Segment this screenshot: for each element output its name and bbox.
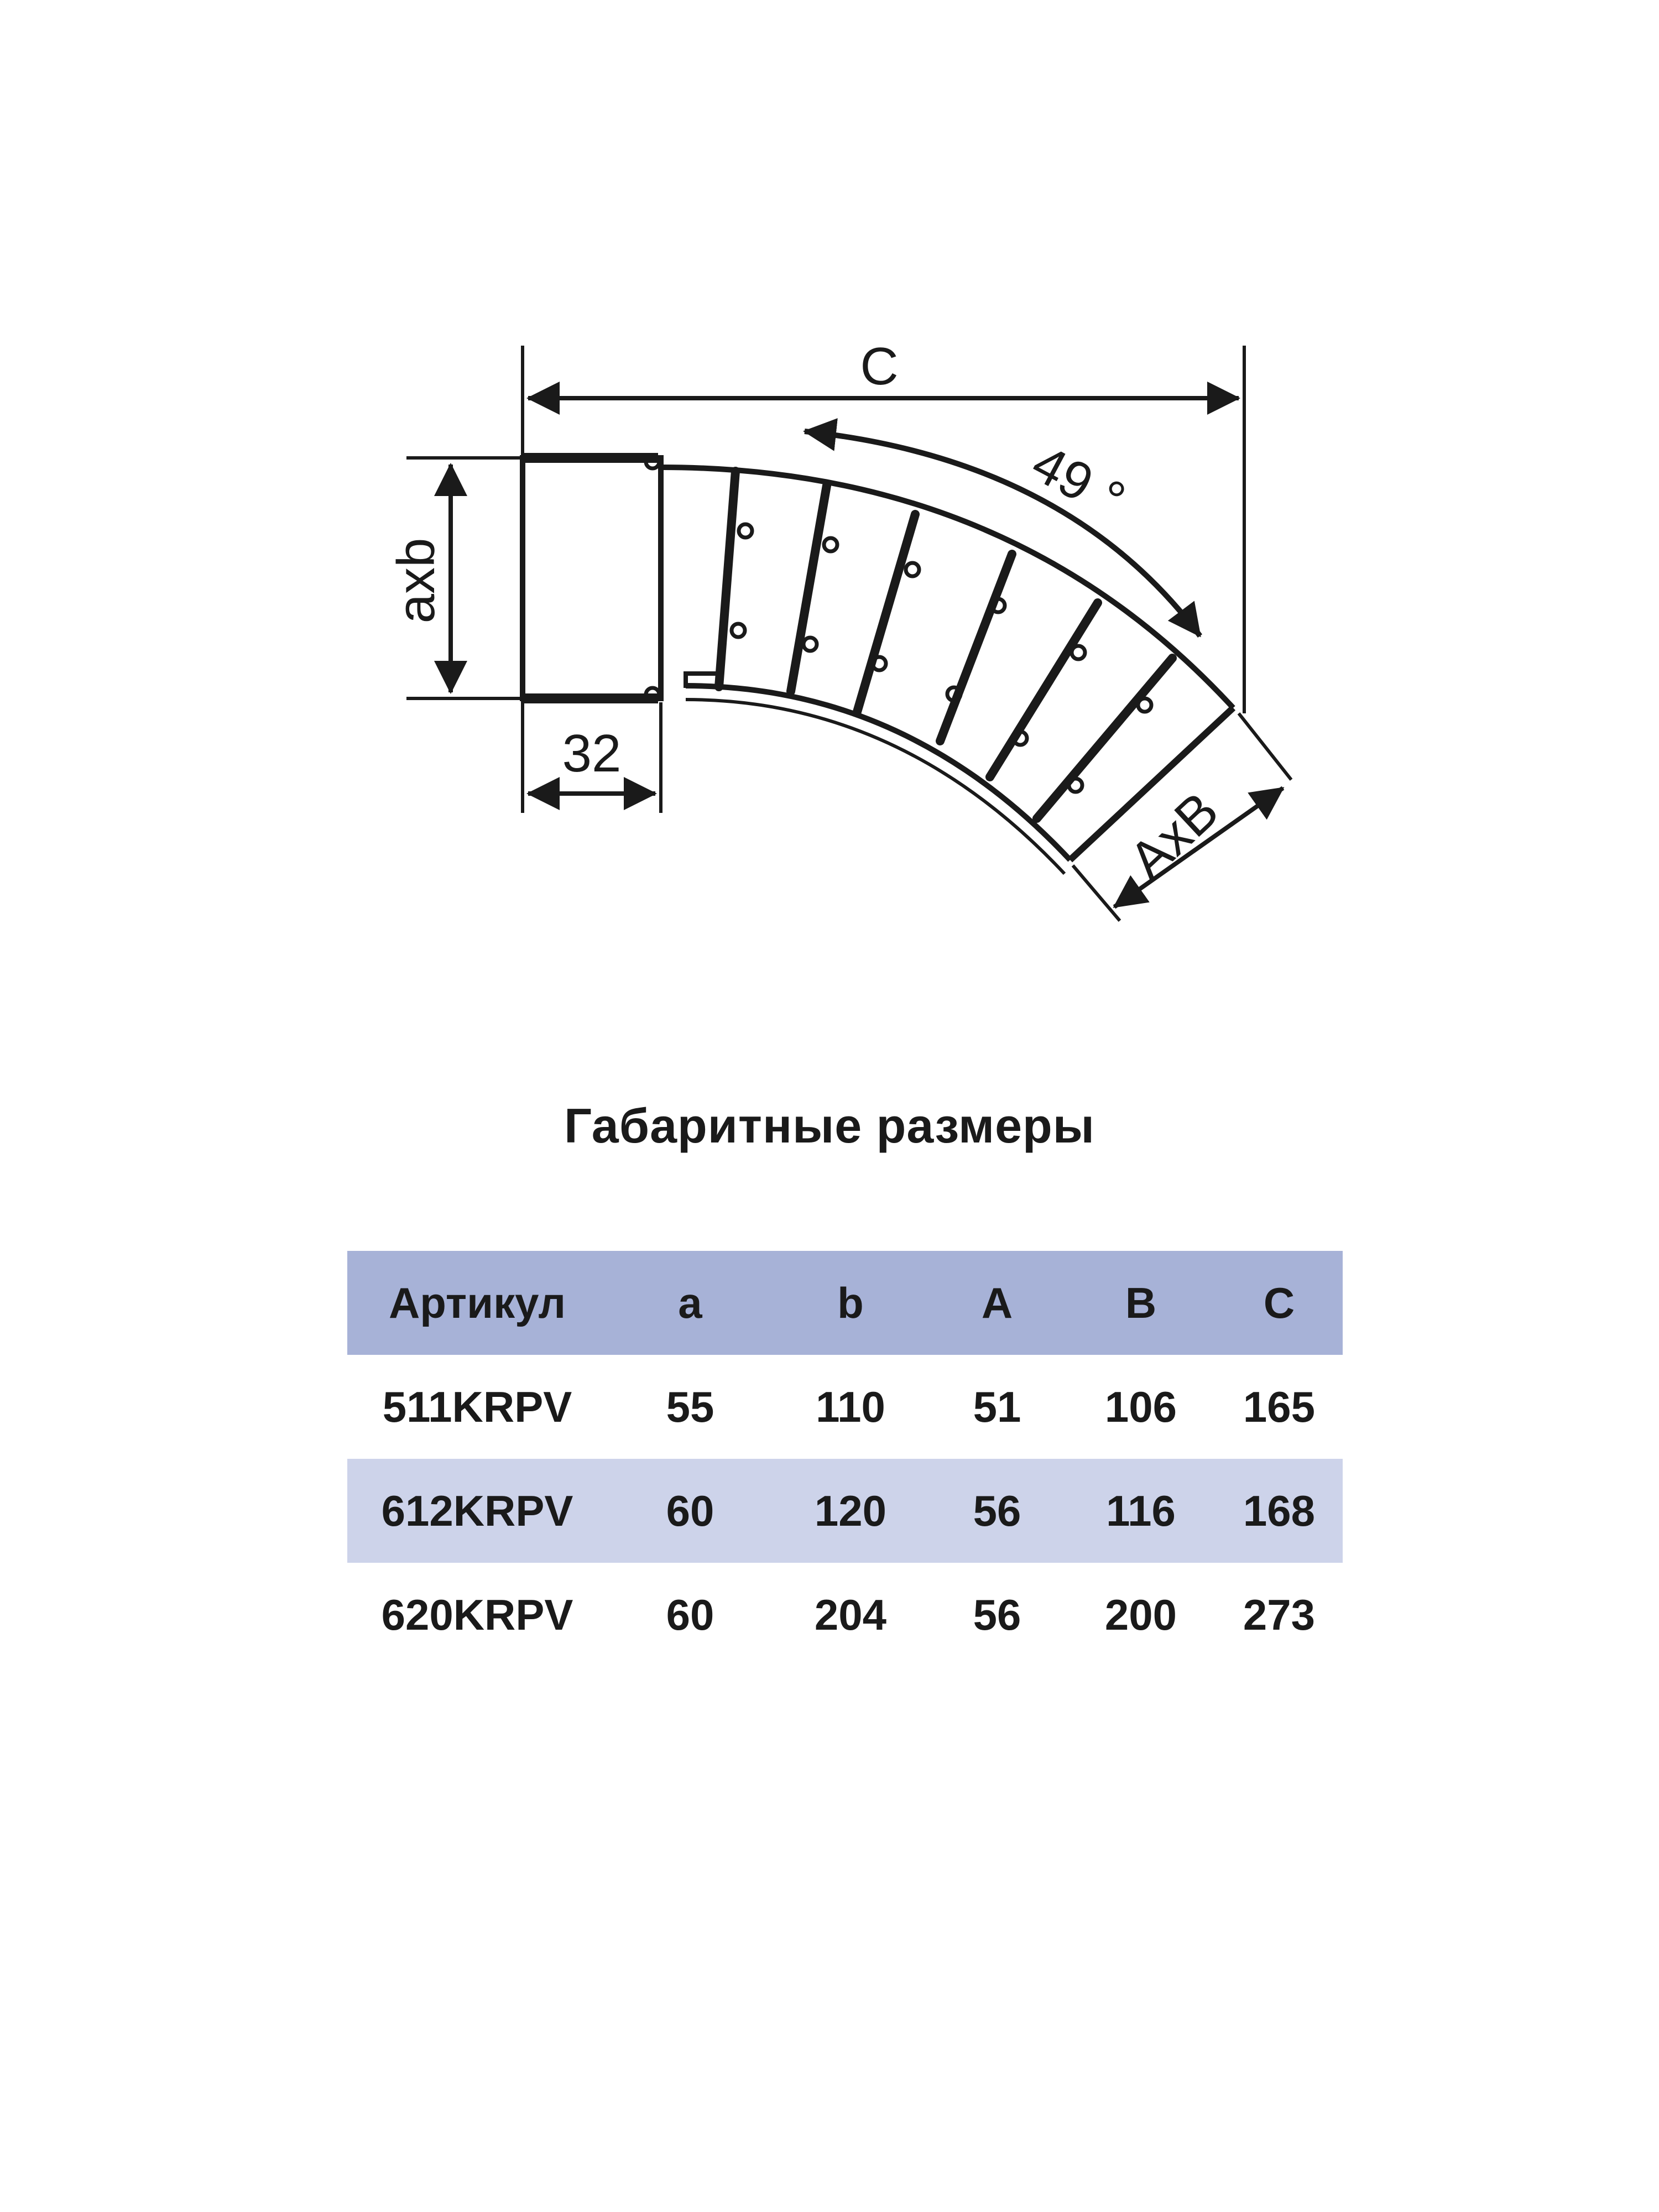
cell-a: 60 bbox=[666, 1590, 714, 1639]
cell-A: 56 bbox=[973, 1486, 1021, 1535]
cell-article: 620KRPV bbox=[381, 1590, 573, 1639]
spigot-rivet-bottom bbox=[644, 686, 661, 703]
elbow-inner-hook bbox=[684, 671, 722, 688]
dimension-c-label: C bbox=[860, 337, 898, 396]
cell-article: 612KRPV bbox=[381, 1486, 573, 1535]
cell-b: 120 bbox=[814, 1486, 887, 1535]
cell-A: 56 bbox=[973, 1590, 1021, 1639]
cell-b: 204 bbox=[814, 1590, 887, 1639]
header-article: Артикул bbox=[388, 1278, 566, 1327]
cell-B: 116 bbox=[1106, 1486, 1176, 1535]
table-title: Габаритные размеры bbox=[564, 1098, 1095, 1153]
dimension-c bbox=[521, 346, 1246, 813]
header-b: b bbox=[837, 1278, 864, 1327]
cell-B: 106 bbox=[1104, 1382, 1177, 1431]
cell-A: 51 bbox=[973, 1382, 1021, 1431]
table-header-row: Артикул a b A B C bbox=[347, 1251, 1343, 1355]
spigot-rivet-top bbox=[644, 453, 661, 471]
cell-article: 511KRPV bbox=[382, 1382, 572, 1431]
table-row: 511KRPV 55 110 51 106 165 bbox=[347, 1355, 1343, 1459]
header-A: A bbox=[981, 1278, 1013, 1327]
cell-a: 60 bbox=[666, 1486, 714, 1535]
cell-C: 165 bbox=[1243, 1382, 1316, 1431]
table-row: 620KRPV 60 204 56 200 273 bbox=[347, 1563, 1343, 1667]
cell-C: 168 bbox=[1243, 1486, 1316, 1535]
elbow-inner-arc bbox=[685, 683, 1072, 862]
elbow-inner-arc-2 bbox=[685, 698, 1066, 875]
dimension-angle-label: 49 ° bbox=[1022, 434, 1134, 530]
cell-b: 110 bbox=[816, 1382, 885, 1431]
elbow-outer-arc bbox=[660, 465, 1235, 710]
cell-C: 273 bbox=[1243, 1590, 1316, 1639]
table-row: 612KRPV 60 120 56 116 168 bbox=[347, 1459, 1343, 1563]
elbow-end-face bbox=[1067, 705, 1236, 863]
dimension-32-label: 32 bbox=[562, 724, 622, 783]
dimensions-table: Артикул a b A B C 511KRPV 55 110 51 106 … bbox=[347, 1251, 1343, 1667]
cell-B: 200 bbox=[1104, 1590, 1177, 1639]
spigot-section bbox=[520, 455, 664, 701]
dimension-axb-label: axb bbox=[387, 538, 446, 624]
cell-a: 55 bbox=[666, 1382, 714, 1431]
dimension-angle-arc bbox=[803, 418, 1202, 638]
dimension-axb bbox=[406, 456, 520, 700]
dimension-AxB bbox=[1071, 712, 1293, 922]
header-B: B bbox=[1125, 1278, 1157, 1327]
header-C: C bbox=[1263, 1278, 1295, 1327]
dimension-32 bbox=[526, 702, 662, 813]
header-a: a bbox=[678, 1278, 702, 1327]
